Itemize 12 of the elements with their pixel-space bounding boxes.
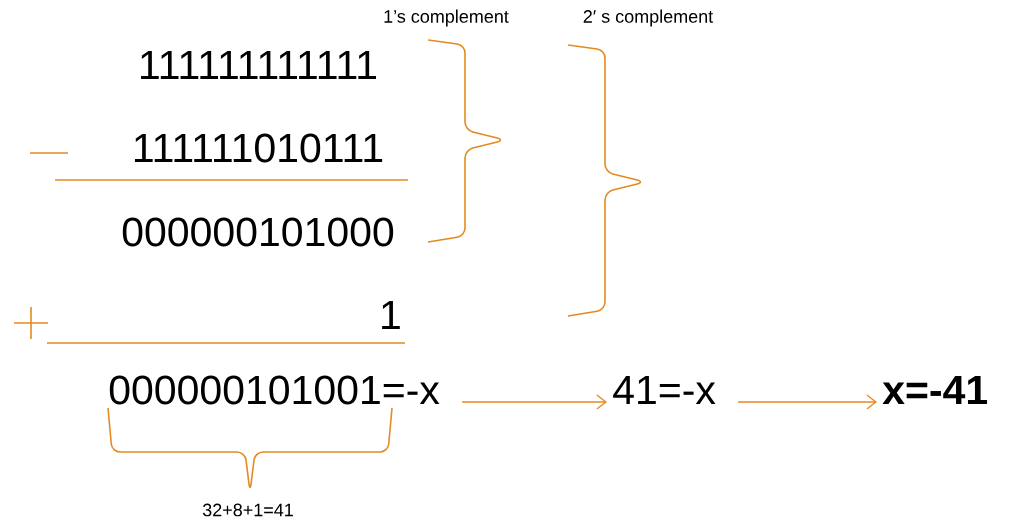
annotation-label: 32+8+1=41 — [202, 503, 293, 517]
annotation-label: 1’s complement — [384, 9, 509, 27]
annotation-label: 2′ s complement — [583, 9, 714, 27]
arrow — [461, 394, 607, 410]
binary-number: 111111111111 — [141, 50, 376, 80]
binary-number: 1 — [382, 300, 400, 330]
binary-number: 111111010111 — [134, 133, 383, 163]
arrow — [737, 394, 877, 410]
expression-text: 000000101001=-x — [109, 375, 440, 405]
binary-number: 000000101000 — [122, 217, 394, 247]
expression-text: 41=-x — [613, 375, 716, 405]
expression-text: x=-41 — [882, 375, 988, 405]
